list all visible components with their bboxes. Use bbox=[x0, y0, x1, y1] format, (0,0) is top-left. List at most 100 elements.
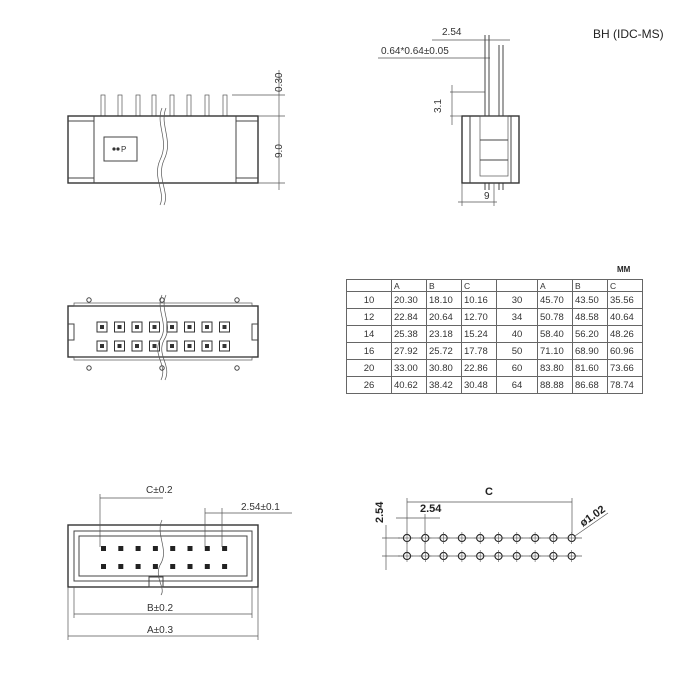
table-header-cell bbox=[496, 279, 538, 292]
pin-height-dimension: 0.30 bbox=[274, 72, 285, 92]
dimension-cell: 30.80 bbox=[426, 359, 462, 377]
contact-pin bbox=[187, 325, 192, 329]
contact-pin bbox=[100, 344, 104, 348]
pin-square bbox=[118, 546, 124, 551]
dimension-cell: 56.20 bbox=[572, 325, 608, 343]
pin-count-cell: 40 bbox=[496, 325, 538, 343]
dimension-cell: 30.48 bbox=[461, 376, 497, 394]
pin-square bbox=[187, 546, 193, 551]
dimension-cell: 48.58 bbox=[572, 308, 608, 326]
footprint-c-dimension: C bbox=[485, 486, 493, 498]
pin-square bbox=[222, 564, 228, 569]
pin-square bbox=[170, 546, 176, 551]
pin-square bbox=[135, 546, 141, 551]
dimension-cell: 60.96 bbox=[607, 342, 643, 360]
a-dimension: A±0.3 bbox=[147, 625, 173, 636]
pin-count-cell: 30 bbox=[496, 291, 538, 309]
pin-square bbox=[204, 564, 210, 569]
contact-pin bbox=[152, 325, 157, 329]
pin-count-cell: 16 bbox=[346, 342, 392, 360]
dimension-cell: 15.24 bbox=[461, 325, 497, 343]
dimension-cell: 86.68 bbox=[572, 376, 608, 394]
dimension-cell: 58.40 bbox=[537, 325, 573, 343]
marking-dot-icon bbox=[112, 147, 116, 151]
dimension-cell: 25.72 bbox=[426, 342, 462, 360]
side-view: P 0.30 9.0 bbox=[67, 70, 285, 206]
dimension-cell: 10.16 bbox=[461, 291, 497, 309]
pin-square bbox=[101, 564, 106, 569]
top-view bbox=[67, 294, 259, 381]
table-header-cell: A bbox=[391, 279, 427, 292]
pin-count-cell: 12 bbox=[346, 308, 392, 326]
dimension-cell: 68.90 bbox=[572, 342, 608, 360]
dimension-cell: 83.80 bbox=[537, 359, 573, 377]
pin-square bbox=[204, 546, 210, 551]
side-view-pins bbox=[100, 94, 228, 117]
dimension-cell: 17.78 bbox=[461, 342, 497, 360]
pin-square bbox=[152, 564, 158, 569]
front-view: C±0.2 2.54±0.1 B±0.2 A±0.3 bbox=[67, 485, 292, 640]
end-view: 2.54 0.64*0.64±0.05 3.1 9 bbox=[378, 27, 520, 206]
dimension-cell: 33.00 bbox=[391, 359, 427, 377]
dimension-cell: 12.70 bbox=[461, 308, 497, 326]
dimension-cell: 78.74 bbox=[607, 376, 643, 394]
contact-pin bbox=[222, 325, 227, 329]
pin-square bbox=[222, 546, 228, 551]
dimension-cell: 35.56 bbox=[607, 291, 643, 309]
dimension-cell: 22.86 bbox=[461, 359, 497, 377]
contact-pin bbox=[152, 344, 157, 348]
dimension-cell: 48.26 bbox=[607, 325, 643, 343]
dimension-cell: 71.10 bbox=[537, 342, 573, 360]
footprint-hole-grid bbox=[401, 532, 578, 562]
top-view-contact-grid bbox=[96, 321, 230, 352]
table-header-cell: B bbox=[426, 279, 462, 292]
pin-square bbox=[118, 564, 124, 569]
b-dimension: B±0.2 bbox=[147, 603, 173, 614]
pin-square bbox=[187, 564, 193, 569]
pin-count-cell: 10 bbox=[346, 291, 392, 309]
footprint-column-pitch-dimension: 2.54 bbox=[420, 503, 442, 515]
contact-pin bbox=[117, 325, 122, 329]
end-view-pitch-dimension: 2.54 bbox=[442, 27, 462, 38]
pin-square bbox=[170, 564, 176, 569]
table-header-cell: C bbox=[461, 279, 497, 292]
dimension-cell: 22.84 bbox=[391, 308, 427, 326]
pin-count-cell: 34 bbox=[496, 308, 538, 326]
pcb-footprint: C 2.54 2.54 ø1.02 bbox=[374, 486, 609, 570]
dimension-cell: 50.78 bbox=[537, 308, 573, 326]
end-view-depth-dimension: 9 bbox=[484, 191, 490, 202]
pitch-dimension: 2.54±0.1 bbox=[241, 502, 280, 513]
dimension-cell: 43.50 bbox=[572, 291, 608, 309]
table-header-cell: C bbox=[607, 279, 643, 292]
pin-count-cell: 26 bbox=[346, 376, 392, 394]
dimension-cell: 20.64 bbox=[426, 308, 462, 326]
dimension-cell: 23.18 bbox=[426, 325, 462, 343]
contact-pin bbox=[117, 344, 122, 348]
table-header-cell: A bbox=[537, 279, 573, 292]
pin-size-dimension: 0.64*0.64±0.05 bbox=[381, 46, 449, 57]
dimension-cell: 25.38 bbox=[391, 325, 427, 343]
polarity-marking-text: P bbox=[121, 145, 126, 154]
front-view-pin-grid bbox=[101, 546, 228, 569]
contact-pin bbox=[135, 344, 139, 348]
footprint-row-pitch-dimension: 2.54 bbox=[374, 501, 386, 523]
contact-pin bbox=[205, 344, 209, 348]
contact-pin bbox=[222, 344, 227, 348]
dimension-cell: 40.64 bbox=[607, 308, 643, 326]
contact-pin bbox=[100, 325, 104, 329]
contact-pin bbox=[170, 344, 174, 348]
unit-label: MM bbox=[617, 265, 631, 274]
pin-square bbox=[152, 546, 158, 551]
side-view-break-line bbox=[157, 107, 164, 206]
dimension-cell: 88.88 bbox=[537, 376, 573, 394]
contact-pin bbox=[170, 325, 174, 329]
body-height-dimension: 9.0 bbox=[274, 144, 285, 158]
